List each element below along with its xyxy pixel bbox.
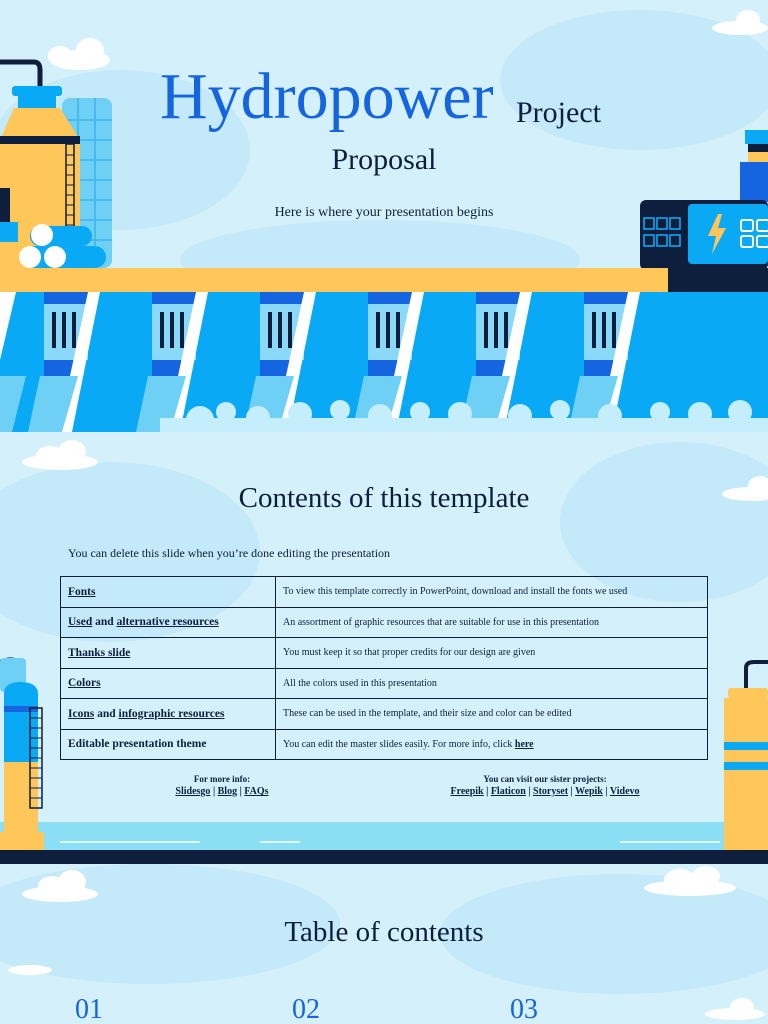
toc-number-01: 01 xyxy=(75,994,103,1024)
title-word-proposal: Proposal xyxy=(331,143,437,176)
link-slidesgo[interactable]: Slidesgo xyxy=(175,786,211,798)
row-description: An assortment of graphic resources that … xyxy=(275,606,708,638)
more-info-caption: For more info: xyxy=(193,774,251,784)
row-description: You can edit the master slides easily. F… xyxy=(283,738,515,750)
row-description: These can be used in the template, and t… xyxy=(275,698,708,730)
lightning-icon xyxy=(708,214,726,254)
table-row: Used and alternative resources An assort… xyxy=(60,606,708,638)
link-used[interactable]: Used xyxy=(68,616,93,629)
toc-number-03: 03 xyxy=(510,994,538,1024)
table-row: Thanks slide You must keep it so that pr… xyxy=(60,637,708,669)
link-infographic-resources[interactable]: infographic resources xyxy=(118,707,225,720)
title-slide: Hydropower Project Proposal Here is wher… xyxy=(0,0,768,432)
toc-number-02: 02 xyxy=(292,994,320,1024)
title-word-project: Project xyxy=(516,96,601,129)
presentation-subtitle: Here is where your presentation begins xyxy=(274,205,494,220)
link-alternative-resources[interactable]: alternative resources xyxy=(116,616,219,629)
table-row: Icons and infographic resources These ca… xyxy=(60,698,708,730)
link-fonts[interactable]: Fonts xyxy=(68,585,96,598)
link-colors[interactable]: Colors xyxy=(68,677,101,690)
table-row: Colors All the colors used in this prese… xyxy=(60,667,708,699)
link-flaticon[interactable]: Flaticon xyxy=(490,786,526,798)
row-key-joiner: and xyxy=(94,707,119,720)
link-videvo[interactable]: Videvo xyxy=(609,786,640,798)
link-blog[interactable]: Blog xyxy=(217,786,238,798)
row-description: You must keep it so that proper credits … xyxy=(275,637,708,669)
link-thanks-slide[interactable]: Thanks slide xyxy=(68,646,131,659)
more-info-block: For more info: Slidesgo | Blog | FAQs xyxy=(175,774,269,798)
cloud-icon xyxy=(8,866,765,1020)
row-description: To view this template correctly in Power… xyxy=(275,576,708,608)
table-row: Fonts To view this template correctly in… xyxy=(60,576,708,608)
cloud-icon xyxy=(48,10,768,70)
table-of-contents-slide: Table of contents 01 02 03 xyxy=(0,864,768,1024)
cloud-icon xyxy=(22,440,768,501)
hydropower-dam-illustration xyxy=(0,10,768,432)
contents-note: You can delete this slide when you’re do… xyxy=(68,546,391,560)
row-description: All the colors used in this presentation xyxy=(275,667,708,699)
link-storyset[interactable]: Storyset xyxy=(533,786,569,798)
sister-projects-caption: You can visit our sister projects: xyxy=(483,774,607,784)
row-key-editable-theme: Editable presentation theme xyxy=(60,728,276,760)
link-wepik[interactable]: Wepik xyxy=(575,786,603,798)
toc-background-illustration xyxy=(0,864,768,1020)
table-row: Editable presentation theme You can edit… xyxy=(60,728,708,760)
contents-heading: Contents of this template xyxy=(238,482,530,514)
toc-heading: Table of contents xyxy=(284,916,484,948)
link-faqs[interactable]: FAQs xyxy=(244,786,269,798)
row-key-joiner: and xyxy=(92,616,117,629)
link-freepik[interactable]: Freepik xyxy=(450,786,484,798)
dam-spillways xyxy=(0,292,640,432)
sister-projects-block: You can visit our sister projects: Freep… xyxy=(450,774,640,798)
contents-table: Fonts To view this template correctly in… xyxy=(60,576,708,760)
presentation-title: Hydropower xyxy=(160,60,494,133)
contents-slide: Contents of this template You can delete… xyxy=(0,432,768,864)
link-here[interactable]: here xyxy=(514,738,534,750)
link-icons[interactable]: Icons xyxy=(68,707,95,720)
